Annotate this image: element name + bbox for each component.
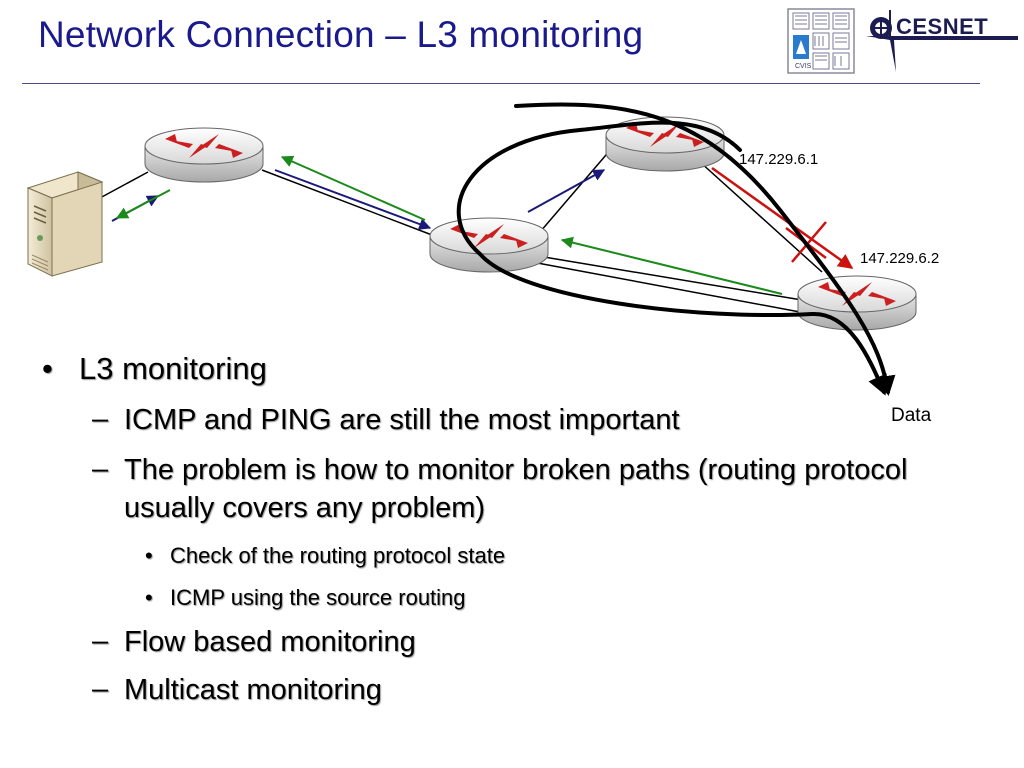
sub-bullet-multicast: Multicast monitoring [124,674,382,706]
router-ip-label-top: 147.229.6.1 [739,151,819,168]
bullet-mark: • [42,351,53,386]
small-bullet-mark: • [145,543,153,568]
cesnet-logo [866,10,1018,72]
network-links [99,147,823,313]
network-diagram [26,102,917,396]
return-arrows [115,155,783,295]
dash-mark: – [92,673,109,705]
break-mark-2 [791,221,827,263]
sub-sub-bullet-routing-state: Check of the routing protocol state [170,543,506,568]
router-icon-top [605,116,725,172]
slide-title: Network Connection – L3 monitoring [38,14,644,55]
router-icon-right [797,275,917,331]
sub-sub-bullet-source-routing: ICMP using the source routing [170,585,466,610]
dash-mark: – [92,453,109,485]
svg-text:CVIS: CVIS [795,63,812,70]
data-path-curves [456,102,896,396]
data-label: Data [891,405,932,426]
sub-bullet-broken-paths: The problem is how to monitor broken pat… [124,454,908,524]
cvis-logo: CVIS [787,8,855,74]
broken-link-arrow [711,166,854,270]
router-icon-left [144,127,264,183]
sub-bullet-flow-monitoring: Flow based monitoring [124,626,416,658]
dash-mark: – [92,625,109,657]
sub-bullet-icmp-ping: ICMP and PING are still the most importa… [124,404,680,436]
small-bullet-mark: • [145,585,153,610]
router-ip-label-right: 147.229.6.2 [860,250,940,267]
bullet-l3-monitoring: L3 monitoring [79,351,267,386]
cesnet-logo-text: CESNET [896,14,989,39]
title-divider [22,83,980,84]
server-icon [26,171,104,277]
dash-mark: – [92,403,109,435]
